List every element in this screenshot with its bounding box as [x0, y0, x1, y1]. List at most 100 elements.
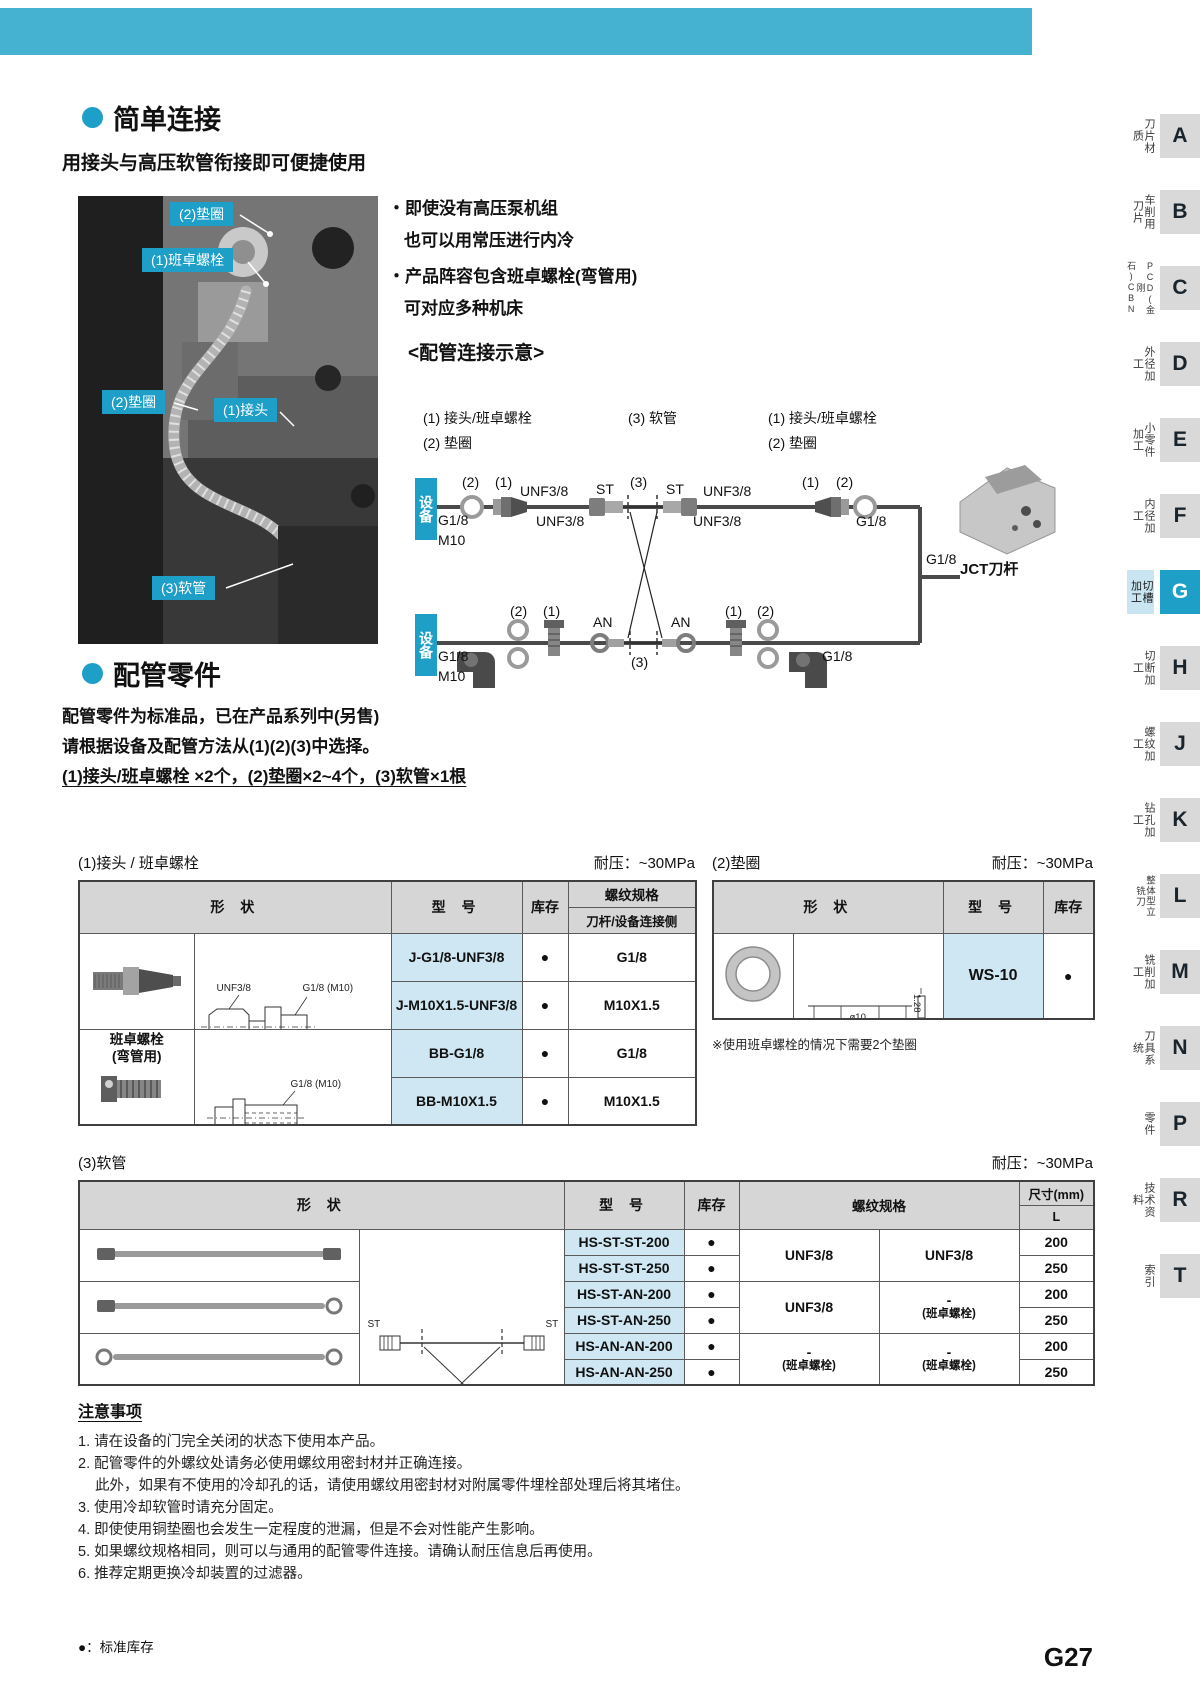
tab-label: 刀具系统	[1131, 1030, 1155, 1066]
jct-toolholder-label: JCT刀杆	[960, 561, 1019, 578]
photo-label-hose: (3)软管	[152, 576, 216, 600]
tab-letter: T	[1160, 1254, 1200, 1298]
diagram-num-2: (2)	[836, 474, 854, 490]
stock-dot: ●	[521, 1028, 569, 1078]
sidebar-tab-l[interactable]: 整体型立铣刀 L	[1106, 874, 1200, 918]
hose-table: 形 状 型 号 库存 螺纹规格 尺寸(mm) L	[78, 1180, 1096, 1386]
diagram-num-2: (2)	[757, 603, 775, 619]
sidebar-tab-n[interactable]: 刀具系统 N	[1106, 1026, 1200, 1070]
hose-drawing-st-left: ST	[367, 1318, 381, 1330]
joint-drawing	[200, 994, 315, 1028]
tab-label: 小零件加工	[1131, 422, 1155, 458]
washer-dim-thickness: 1.28	[910, 993, 922, 1013]
sidebar-tab-a[interactable]: 刀片材质 A	[1106, 114, 1200, 158]
joint-drawing-cell: UNF3/8 G1/8 (M10) 25 (29)	[193, 932, 392, 1030]
parts-intro-line2: 请根据设备及配管方法从(1)(2)(3)中选择。	[62, 737, 380, 756]
device-box-top: 设备	[415, 478, 437, 540]
model-cell: J-G1/8-UNF3/8	[390, 932, 523, 982]
diagram-port-m10: M10	[438, 532, 466, 548]
length-cell: 250	[1018, 1358, 1095, 1386]
thread-device-cell: -(班卓螺栓)	[878, 1332, 1020, 1386]
sidebar-tab-e[interactable]: 小零件加工 E	[1106, 418, 1200, 462]
diagram-thread-unf38: UNF3/8	[693, 513, 742, 529]
table3-caption: (3)软管	[78, 1155, 127, 1172]
tab-label: 铣削加工	[1131, 954, 1155, 990]
banjo-name: 班卓螺栓 (弯管用)	[109, 1032, 164, 1065]
hose-photo-cell	[78, 1332, 360, 1386]
note-item: 此外，如果有不使用的冷却孔的话，请使用螺纹用密封材对附属零件埋栓部处理后将其堵住…	[95, 1478, 690, 1494]
model-cell: HS-ST-AN-200	[563, 1280, 685, 1308]
table1-header-shape: 形 状	[78, 880, 392, 934]
washer-photo	[725, 946, 781, 1002]
thread-cell: M10X1.5	[567, 1076, 697, 1126]
joint-table: 形 状 型 号 库存 螺纹规格 刀杆/设备连接侧	[78, 880, 698, 1126]
tab-letter: P	[1160, 1102, 1200, 1146]
diagram-thread-unf38: UNF3/8	[520, 483, 569, 499]
stock-dot: ●	[683, 1358, 740, 1386]
sidebar-tab-g-active[interactable]: 切槽加工 G	[1106, 570, 1200, 614]
note-item: 3. 使用冷却软管时请充分固定。	[78, 1500, 283, 1516]
feature-bullet-2-line1: ・产品阵容包含班卓螺栓(弯管用)	[388, 267, 638, 286]
length-cell: 200	[1018, 1228, 1095, 1256]
table3-pressure: 耐压：~30MPa	[991, 1155, 1093, 1172]
stock-dot: ●	[683, 1228, 740, 1256]
feature-bullet-2-line2: 可对应多种机床	[404, 299, 523, 318]
sidebar-tab-f[interactable]: 内径加工 F	[1106, 494, 1200, 538]
stock-dot: ●	[521, 980, 569, 1030]
diagram-st-label: ST	[596, 481, 614, 497]
table3-header-stock: 库存	[683, 1180, 740, 1230]
tab-letter: M	[1160, 950, 1200, 994]
hose-photo-an-an	[95, 1348, 343, 1366]
parts-intro-line3: (1)接头/班卓螺栓 ×2个，(2)垫圈×2~4个，(3)软管×1根	[62, 767, 467, 786]
diagram-right-group-label-2: (2) 垫圈	[768, 435, 817, 451]
piping-diagram-art	[437, 465, 1056, 688]
sidebar-tab-d[interactable]: 外径加工 D	[1106, 342, 1200, 386]
table3-header-size: 尺寸(mm)	[1018, 1180, 1095, 1206]
sidebar-tab-m[interactable]: 铣削加工 M	[1106, 950, 1200, 994]
tab-letter: E	[1160, 418, 1200, 462]
table3-header-thread: 螺纹规格	[738, 1180, 1020, 1230]
washer-drawing	[807, 987, 925, 1018]
section-bullet-icon	[82, 107, 103, 128]
stock-legend: ●：标准库存	[78, 1640, 154, 1655]
hose-drawing-cell: ST ST AN AN L	[358, 1228, 565, 1386]
table1-pressure: 耐压：~30MPa	[593, 855, 695, 872]
tab-label: 内径加工	[1131, 498, 1155, 534]
stock-dot: ●	[1042, 932, 1095, 1020]
diagram-port-g18: G1/8	[438, 512, 469, 528]
hose-drawing-st-right: ST	[545, 1318, 559, 1330]
diagram-an-label: AN	[593, 614, 613, 630]
tab-letter: C	[1160, 266, 1200, 310]
stock-dot: ●	[683, 1280, 740, 1308]
table1-header-model: 型 号	[390, 880, 523, 934]
table2-header-stock: 库存	[1042, 880, 1095, 934]
diagram-thread-unf38: UNF3/8	[536, 513, 585, 529]
sidebar-tab-b[interactable]: 车削用刀片 B	[1106, 190, 1200, 234]
sidebar-tab-j[interactable]: 螺纹加工 J	[1106, 722, 1200, 766]
stock-dot: ●	[683, 1254, 740, 1282]
section-title-text: 简单连接	[113, 105, 221, 135]
model-cell: HS-ST-ST-250	[563, 1254, 685, 1282]
model-cell: HS-AN-AN-250	[563, 1358, 685, 1386]
banjo-drawing	[206, 1090, 305, 1124]
washer-drawing-cell: ø10 ø15 1.28	[792, 932, 944, 1020]
sidebar-tab-t[interactable]: 索引 T	[1106, 1254, 1200, 1298]
page-header-bar	[0, 8, 1032, 55]
note-item: 2. 配管零件的外螺纹处请务必使用螺纹用密封材并正确连接。	[78, 1456, 472, 1472]
banjo-drawing-cell: G1/8 (M10) 24.3	[193, 1028, 392, 1126]
sidebar-tab-r[interactable]: 技术资料 R	[1106, 1178, 1200, 1222]
section-simple-connection-title: 简单连接	[82, 98, 221, 137]
hose-photo-cell	[78, 1228, 360, 1282]
note-item: 4. 即使使用铜垫圈也会发生一定程度的泄漏，但是不会对性能产生影响。	[78, 1522, 544, 1538]
sidebar-tab-p[interactable]: 零件 P	[1106, 1102, 1200, 1146]
table2-caption: (2)垫圈	[712, 855, 761, 872]
diagram-num-1: (1)	[725, 603, 743, 619]
sidebar-tab-c[interactable]: PCD(金刚石)CBN C	[1106, 261, 1200, 315]
sidebar-tab-k[interactable]: 钻孔加工 K	[1106, 798, 1200, 842]
sidebar-tab-h[interactable]: 切断加工 H	[1106, 646, 1200, 690]
thread-tool-cell: UNF3/8	[738, 1280, 880, 1334]
tab-label: 螺纹加工	[1131, 726, 1155, 762]
tab-label: 车削用刀片	[1131, 194, 1155, 230]
note-item: 6. 推荐定期更换冷却装置的过滤器。	[78, 1566, 312, 1582]
thread-device-cell: -(班卓螺栓)	[878, 1280, 1020, 1334]
